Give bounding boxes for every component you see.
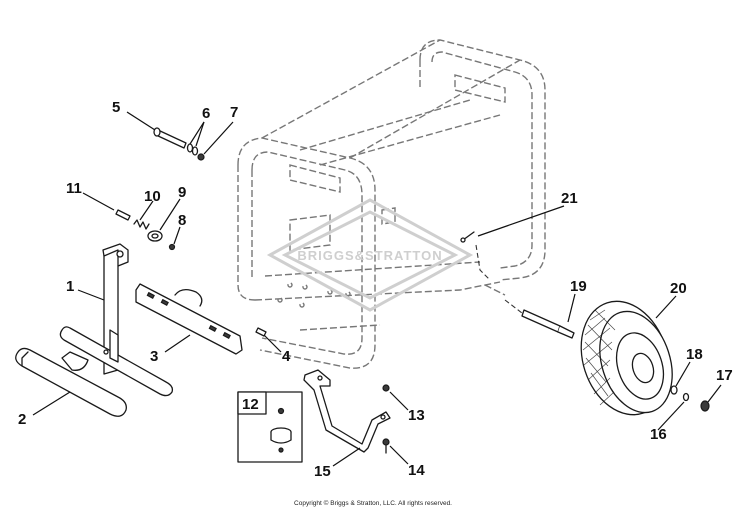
part-2-foot <box>15 347 127 417</box>
part-5-bolt <box>153 127 187 149</box>
part-15-foot-bracket <box>303 369 391 453</box>
part-12-kit-box <box>237 391 303 463</box>
part-8-screw <box>168 243 176 251</box>
callout-4: 4 <box>282 348 291 365</box>
callout-12: 12 <box>242 396 259 413</box>
part-21-pin <box>460 231 491 281</box>
part-7-nut <box>197 153 205 161</box>
callout-16: 16 <box>650 426 667 443</box>
callout-1: 1 <box>66 278 74 295</box>
part-6-washers <box>186 143 199 156</box>
callout-11: 11 <box>66 180 82 197</box>
briggs-stratton-watermark: BRIGGS&STRATTON <box>266 198 474 312</box>
callout-6: 6 <box>202 105 210 122</box>
part-4-screw <box>255 327 267 337</box>
part-18-washer <box>670 385 678 395</box>
callout-19: 19 <box>570 278 587 295</box>
callout-10: 10 <box>144 188 161 205</box>
callout-8: 8 <box>178 212 186 229</box>
part-17-nut <box>700 400 710 412</box>
part-19-axle <box>504 299 575 339</box>
part-16-washer <box>682 392 690 402</box>
generator-frame <box>237 39 546 369</box>
callout-17: 17 <box>716 367 733 384</box>
callout-9: 9 <box>178 184 186 201</box>
callout-13: 13 <box>408 407 425 424</box>
part-3-grip <box>135 283 243 355</box>
callouts: 5 6 7 11 10 9 8 1 2 3 4 12 13 14 15 16 1… <box>18 99 733 480</box>
callout-3: 3 <box>150 348 158 365</box>
part-10-spring <box>133 219 150 230</box>
part-1-handle <box>59 243 174 397</box>
callout-20: 20 <box>670 280 687 297</box>
callout-15: 15 <box>314 463 331 480</box>
part-20-wheel <box>580 300 673 416</box>
callout-5: 5 <box>112 99 120 116</box>
part-9-knob <box>147 230 163 242</box>
callout-21: 21 <box>561 190 578 207</box>
callout-14: 14 <box>408 462 425 479</box>
callout-18: 18 <box>686 346 703 363</box>
copyright-notice: Copyright © Briggs & Stratton, LLC. All … <box>294 499 452 507</box>
part-14-bolt <box>382 438 390 454</box>
callout-2: 2 <box>18 411 26 428</box>
part-13-nut <box>382 384 390 392</box>
part-11-pin <box>115 209 131 221</box>
watermark-text: BRIGGS&STRATTON <box>297 248 442 263</box>
leader-lines <box>32 111 722 467</box>
callout-7: 7 <box>230 104 238 121</box>
